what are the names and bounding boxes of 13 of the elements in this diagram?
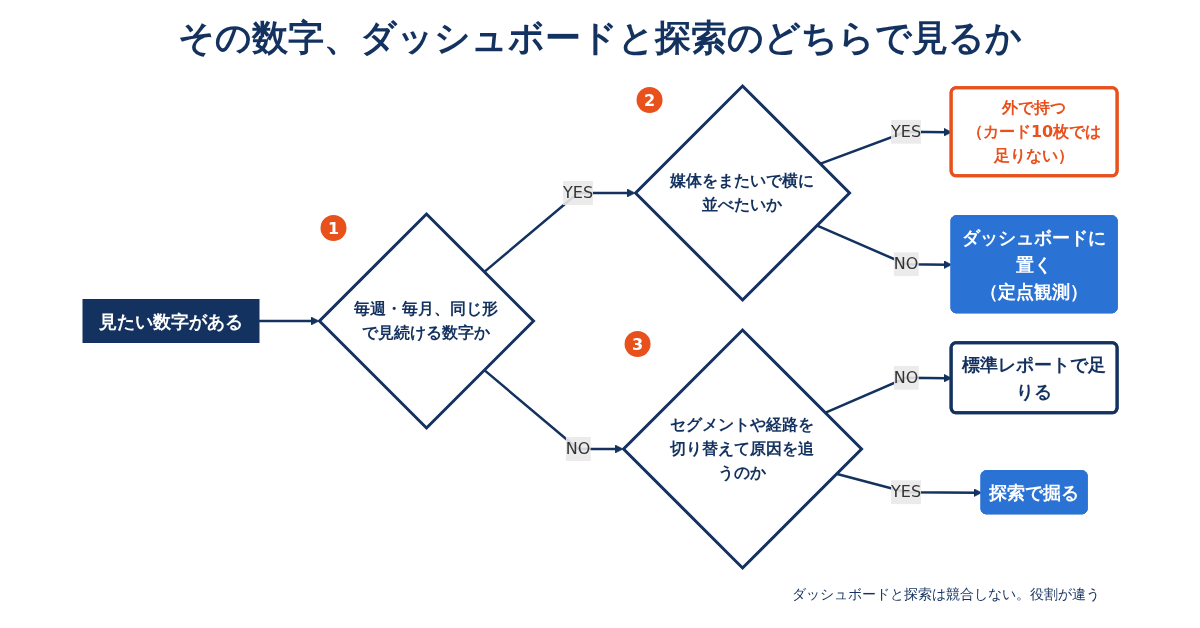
edge-label: NO: [565, 439, 591, 458]
edge-label: YES: [562, 183, 593, 202]
step-number-badge: 2: [636, 87, 663, 113]
edge-label: YES: [891, 482, 922, 502]
step-number-badge: 3: [624, 331, 651, 357]
edge-label: NO: [893, 367, 919, 387]
edge-label: NO: [893, 254, 919, 274]
node-box: 見たい数字がある: [82, 299, 260, 343]
edge-label: YES: [891, 121, 922, 141]
arrow: [258, 316, 320, 326]
note-text: ダッシュボードと探索は競合しない。役割が違う: [792, 586, 1100, 604]
step-number-badge: 1: [320, 215, 347, 241]
title: その数字、ダッシュボードと探索のどちらで見るか: [177, 16, 1023, 60]
